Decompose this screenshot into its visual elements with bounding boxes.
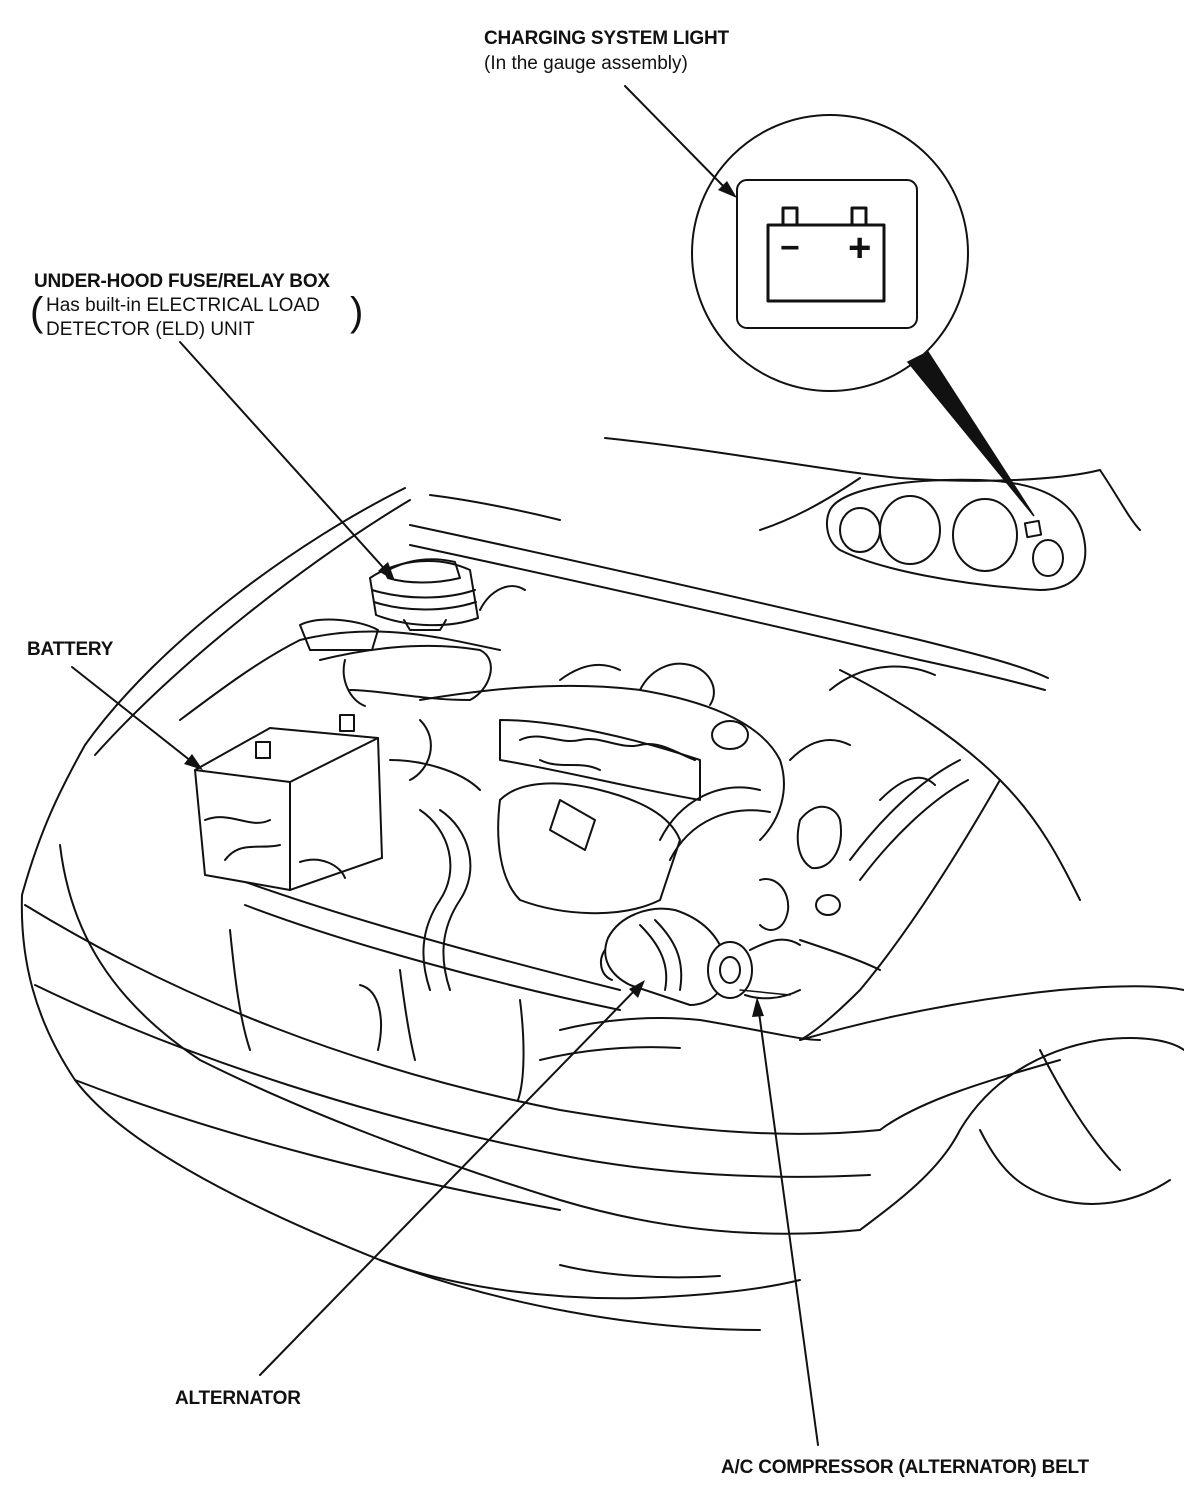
battery-minus-glyph: − bbox=[780, 229, 800, 267]
fuse-box-line1: Has built-in ELECTRICAL LOAD bbox=[46, 295, 320, 316]
charging-light-title: CHARGING SYSTEM LIGHT bbox=[484, 28, 729, 49]
fuse-box-close-paren: ) bbox=[350, 290, 364, 334]
fuse-box-line2: DETECTOR (ELD) UNIT bbox=[46, 319, 255, 340]
battery-plus-glyph: + bbox=[848, 226, 872, 270]
battery-label: BATTERY bbox=[27, 639, 114, 660]
car-body bbox=[20, 437, 1184, 1331]
charging-light-subtitle: (In the gauge assembly) bbox=[484, 53, 688, 74]
leader-lines bbox=[71, 85, 819, 1446]
alternator-illustration bbox=[599, 907, 801, 1006]
fuse-box-title: UNDER-HOOD FUSE/RELAY BOX bbox=[34, 271, 330, 292]
battery-icon bbox=[766, 206, 886, 303]
belt-label: A/C COMPRESSOR (ALTERNATOR) BELT bbox=[721, 1457, 1089, 1478]
fuse-box-open-paren: ( bbox=[30, 290, 44, 334]
charging-light-callout bbox=[691, 114, 1035, 517]
fuse-relay-box-illustration bbox=[369, 558, 479, 631]
battery-illustration bbox=[194, 714, 383, 891]
alternator-label: ALTERNATOR bbox=[175, 1388, 301, 1409]
engine-components bbox=[179, 618, 969, 1101]
